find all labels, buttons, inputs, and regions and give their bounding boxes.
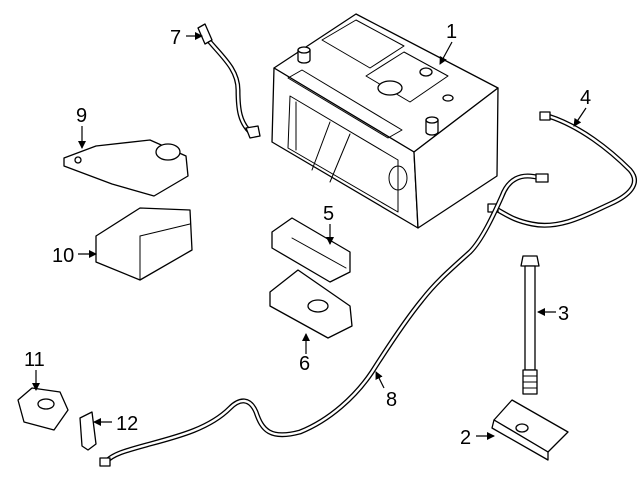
battery	[271, 13, 499, 229]
callout-10: 10	[52, 245, 74, 267]
cable-clip-11	[17, 387, 69, 431]
callout-2: 2	[460, 427, 471, 449]
callout-6: 6	[299, 353, 310, 375]
hold-down-bolt	[520, 255, 540, 395]
hold-down-bracket	[491, 399, 569, 461]
callout-5: 5	[323, 203, 334, 225]
cable-clip-12	[79, 411, 97, 451]
callout-9: 9	[76, 105, 87, 127]
callout-1: 1	[446, 21, 457, 43]
terminal-cover-6	[269, 269, 353, 339]
long-battery-cable	[99, 173, 549, 467]
callout-4: 4	[580, 87, 591, 109]
callout-11: 11	[24, 349, 45, 371]
callout-7: 7	[170, 27, 181, 49]
callout-3: 3	[558, 303, 569, 325]
terminal-cover-5	[271, 217, 351, 283]
battery-cable-4	[487, 111, 637, 228]
terminal-cover-9	[63, 139, 189, 197]
leader-lines	[32, 32, 587, 440]
terminal-tray-10	[95, 207, 193, 281]
callout-12: 12	[116, 413, 138, 435]
callouts: 1 2 3 4 5 6 7 8 9 10 11 12	[24, 21, 591, 449]
short-battery-cable	[197, 23, 261, 139]
callout-8: 8	[386, 389, 397, 411]
